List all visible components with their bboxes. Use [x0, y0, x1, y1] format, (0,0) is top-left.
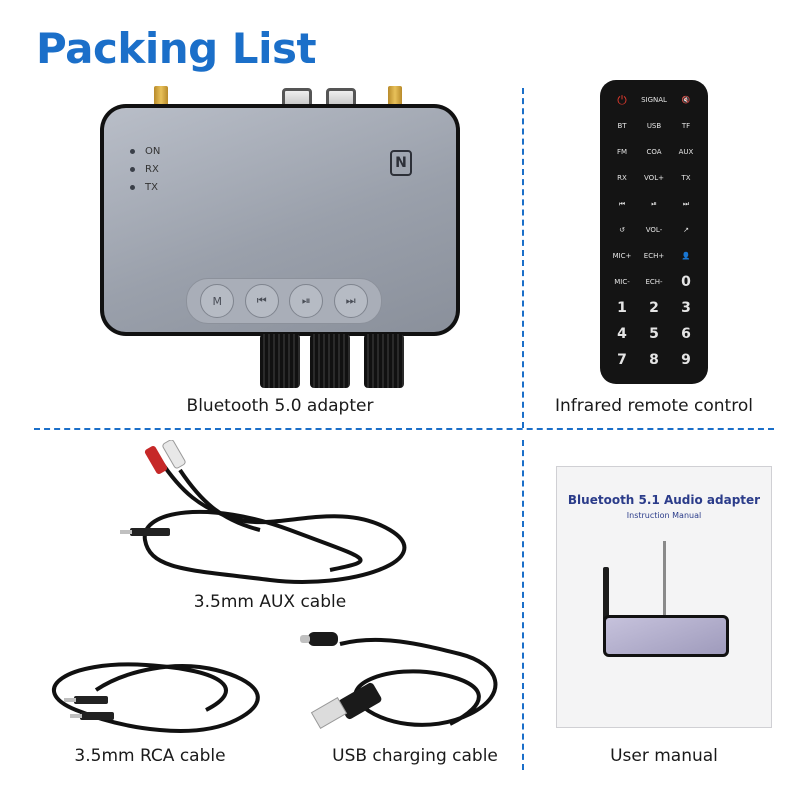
adapter-body: ON RX TX N M ⏮ ⏯ ⏭: [100, 104, 460, 336]
remote-caption: Infrared remote control: [555, 396, 753, 416]
remote-key: 6: [681, 326, 691, 342]
remote-key: VOL+: [644, 174, 664, 182]
remote-key: ⏮: [618, 199, 626, 208]
adapter-button-bar: M ⏮ ⏯ ⏭: [186, 278, 382, 324]
rca-cable-image: [52, 662, 260, 733]
user-manual-image: Bluetooth 5.1 Audio adapter Instruction …: [556, 466, 772, 728]
remote-key: 0: [681, 274, 691, 290]
vertical-divider-top: [522, 88, 524, 428]
knob-2: [310, 334, 350, 388]
remote-key: 1: [617, 300, 627, 316]
manual-title: Bluetooth 5.1 Audio adapter: [567, 493, 761, 507]
remote-key: ↗: [683, 226, 689, 234]
aux-cable-caption: 3.5mm AUX cable: [193, 592, 347, 612]
adapter-caption: Bluetooth 5.0 adapter: [186, 396, 374, 416]
remote-key: 7: [617, 352, 627, 368]
adapter-face: ON RX TX N M ⏮ ⏯ ⏭: [104, 108, 456, 332]
remote-key: 4: [617, 326, 627, 342]
led-rx: RX: [130, 164, 159, 175]
bluetooth-adapter-image: ON RX TX N M ⏮ ⏯ ⏭: [96, 86, 464, 388]
nfc-icon: N: [390, 150, 412, 176]
knob-1: [260, 334, 300, 388]
play-pause-button: ⏯: [289, 284, 324, 318]
rca-cable-caption: 3.5mm RCA cable: [74, 746, 226, 766]
remote-control-image: ⏻ SIGNAL 🔇 BT USB TF FM COA AUX RX VOL+ TX ⏮ ⏯ ⏭ ↺ VOL- ↗…: [600, 80, 708, 384]
remote-key: 8: [649, 352, 659, 368]
manual-antenna-left: [603, 567, 609, 621]
usb-cable-caption: USB charging cable: [332, 746, 498, 766]
led-on: ON: [130, 146, 160, 157]
remote-key: 🔇: [681, 96, 691, 104]
knob-3: [364, 334, 404, 388]
remote-key: SIGNAL: [641, 96, 667, 104]
usb-cable-image: [300, 632, 498, 729]
remote-key: TF: [681, 122, 691, 130]
remote-key: ↺: [619, 226, 625, 234]
manual-caption: User manual: [610, 746, 718, 766]
remote-key: BT: [617, 122, 627, 130]
vertical-divider-bottom: [522, 440, 524, 770]
remote-key: 2: [649, 300, 659, 316]
mode-button: M: [200, 284, 235, 318]
remote-key: 3: [681, 300, 691, 316]
remote-key: ⏭: [682, 199, 690, 208]
remote-key: 5: [649, 326, 659, 342]
manual-device-illustration: [603, 615, 729, 657]
remote-key: USB: [646, 122, 662, 130]
remote-key-grid: ⏻ SIGNAL 🔇 BT USB TF FM COA AUX RX VOL+ TX ⏮ ⏯ ⏭ ↺ VOL- ↗…: [608, 90, 700, 370]
remote-key: AUX: [678, 148, 694, 156]
remote-key: COA: [646, 148, 662, 156]
led-tx: TX: [130, 182, 158, 193]
remote-key: RX: [617, 174, 627, 182]
remote-key: 9: [681, 352, 691, 368]
remote-key: FM: [616, 148, 628, 156]
remote-key: 👤: [681, 252, 691, 260]
aux-cable-image: [120, 440, 407, 584]
remote-key: ECH-: [645, 278, 663, 286]
remote-key: MIC+: [612, 252, 632, 260]
page-title: Packing List: [36, 24, 317, 73]
manual-antenna-right: [663, 541, 666, 621]
remote-key: TX: [681, 174, 691, 182]
remote-key: ECH+: [643, 252, 665, 260]
previous-button: ⏮: [244, 284, 279, 318]
remote-key: VOL-: [645, 226, 663, 234]
remote-key: MIC-: [614, 278, 630, 286]
next-button: ⏭: [333, 284, 368, 318]
remote-key: ⏯: [651, 199, 657, 208]
remote-key: ⏻: [617, 92, 627, 107]
horizontal-divider: [34, 428, 774, 430]
manual-subtitle: Instruction Manual: [626, 511, 702, 520]
